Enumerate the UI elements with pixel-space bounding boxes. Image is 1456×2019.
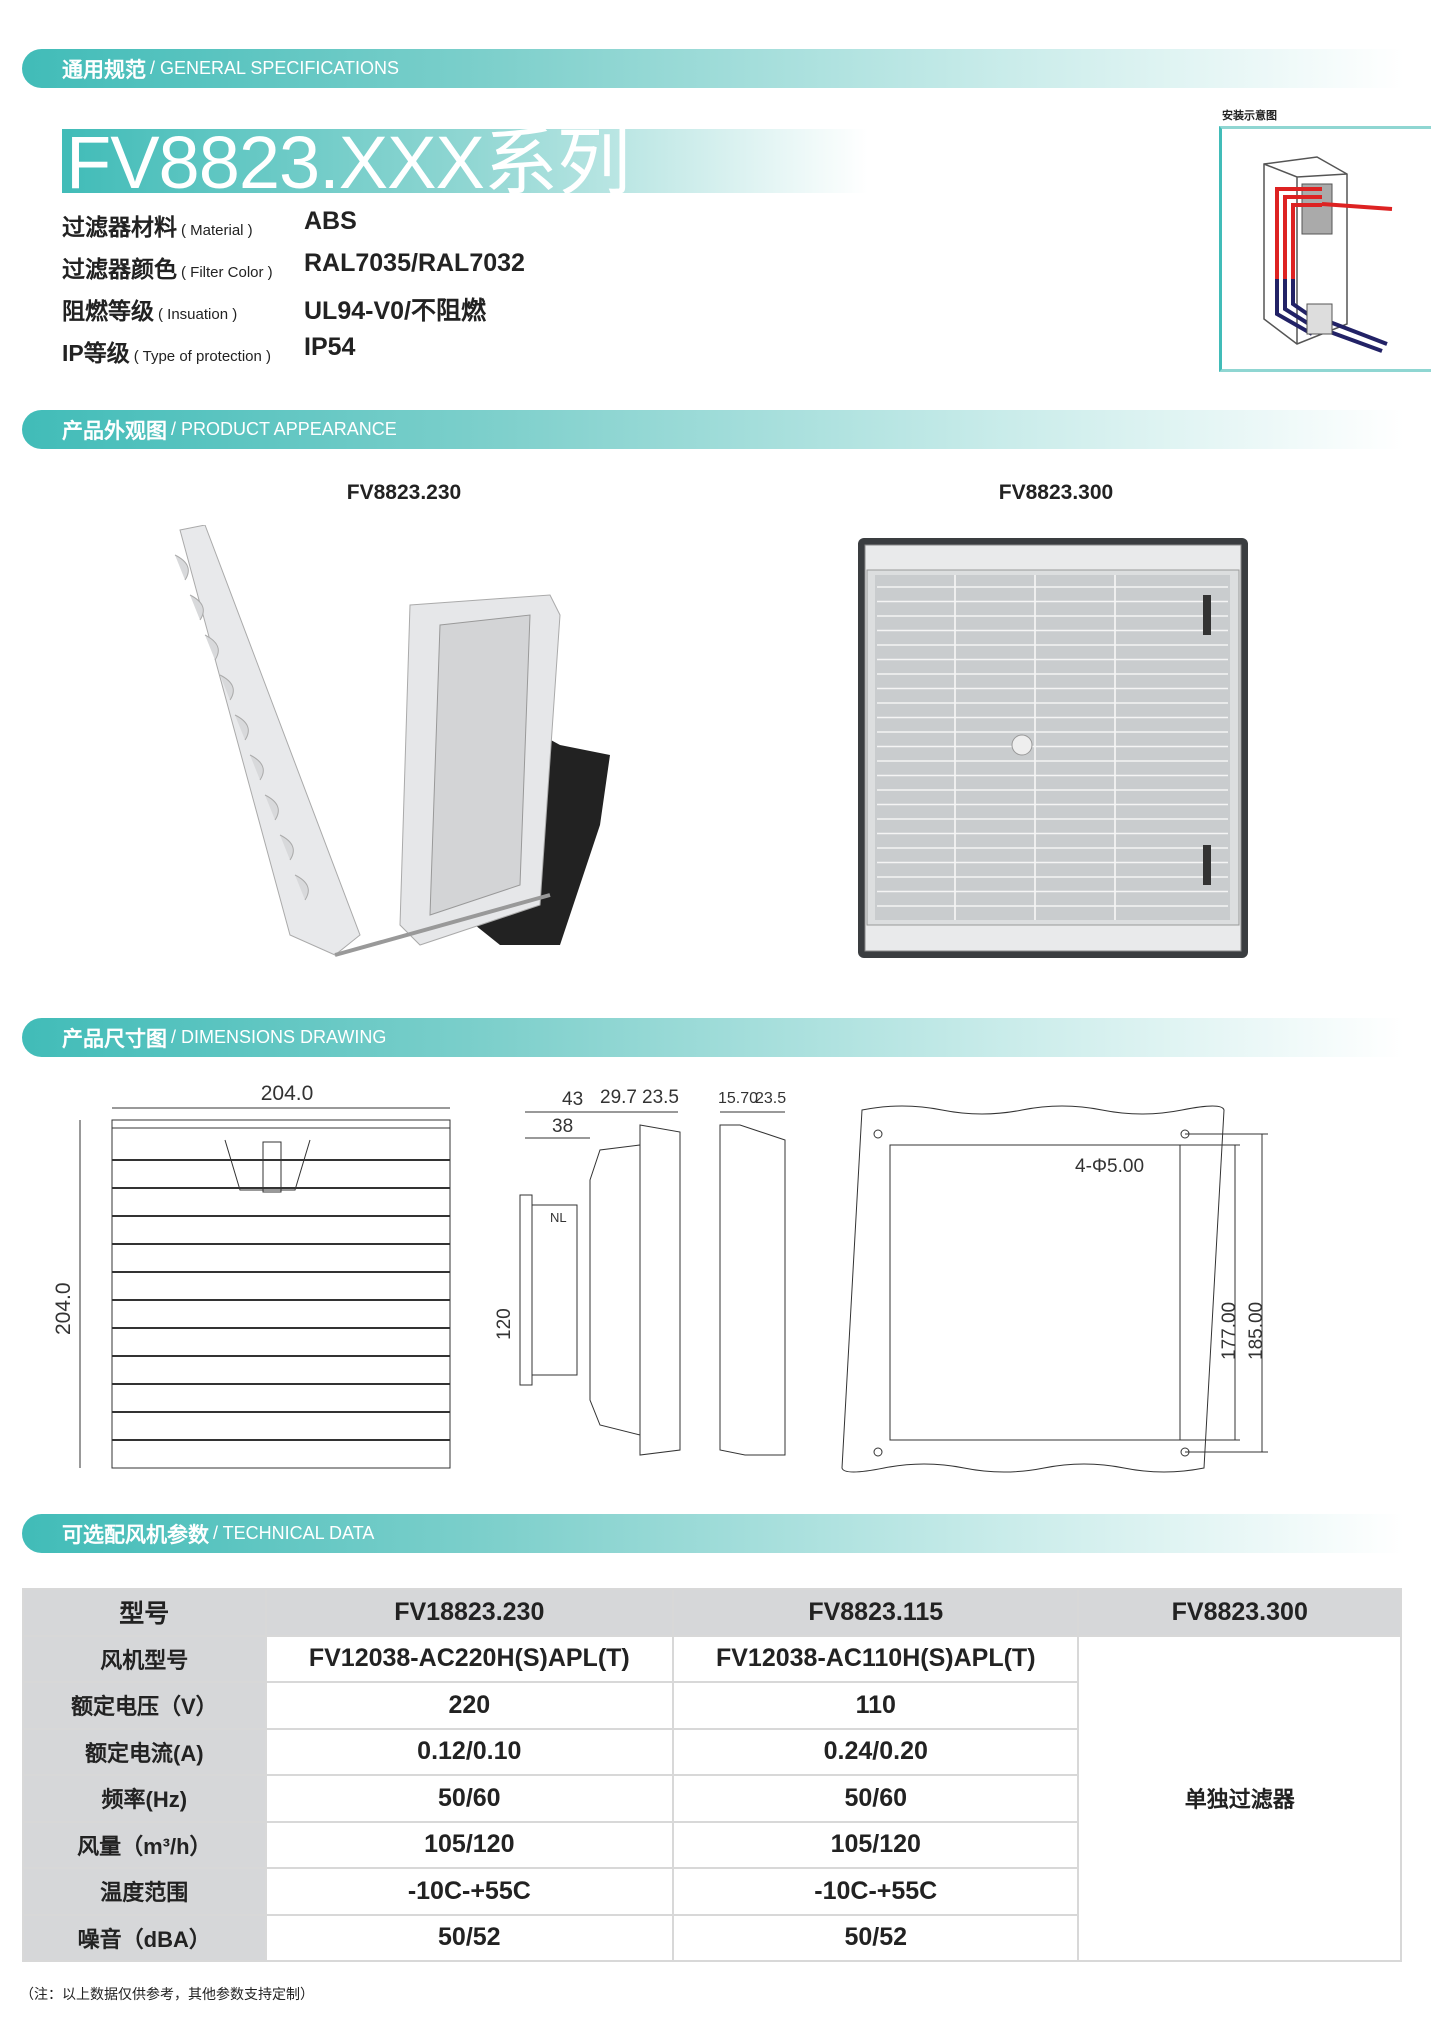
section-header-appearance: 产品外观图/ PRODUCT APPEARANCE	[22, 410, 1404, 449]
dim-157: 15.70	[718, 1090, 758, 1107]
cell: -10C-+55C	[672, 1867, 1080, 1916]
cell: 105/120	[672, 1820, 1080, 1869]
dim-297: 29.7	[600, 1087, 637, 1108]
row-label: 温度范围	[22, 1867, 267, 1916]
row-label: 额定电压（V）	[22, 1681, 267, 1730]
spec-label: 过滤器材料( Material )	[62, 214, 253, 240]
cell: FV12038-AC110H(S)APL(T)	[672, 1634, 1080, 1683]
section-title-en: / TECHNICAL DATA	[213, 1523, 375, 1543]
dimensions-drawing: 204.0 204.0 43 29.7 23.5 38 120 NL 15.70…	[52, 1082, 1268, 1473]
section-title-en: / PRODUCT APPEARANCE	[171, 419, 397, 439]
product-label: FV8823.230	[346, 481, 462, 504]
product-image-fv8823-300	[858, 538, 1248, 958]
product-image-fv8823-230	[174, 525, 610, 957]
dim-hole: 4-Φ5.00	[1075, 1156, 1144, 1177]
cell: FV12038-AC220H(S)APL(T)	[264, 1634, 675, 1683]
series-title-text: FV8823.XXX系列	[66, 121, 631, 204]
spec-value: RAL7035/RAL7032	[304, 249, 525, 277]
section-header-technical: 可选配风机参数/ TECHNICAL DATA	[22, 1514, 1404, 1553]
terminal-label: NL	[550, 1210, 567, 1225]
cell: 50/60	[672, 1774, 1080, 1823]
section-header-general: 通用规范/ GENERAL SPECIFICATIONS	[22, 49, 1404, 88]
table-row: 温度范围-10C-+55C-10C-+55C	[22, 1867, 1401, 1916]
cell: 50/60	[264, 1774, 675, 1823]
dim-width: 204.0	[261, 1082, 314, 1105]
cell: 220	[264, 1681, 675, 1730]
dim-120: 120	[494, 1308, 515, 1340]
dim-235: 23.5	[642, 1087, 679, 1108]
dim-177: 177.00	[1219, 1302, 1240, 1360]
dim-38: 38	[552, 1116, 573, 1137]
row-label: 噪音（dBA）	[22, 1913, 267, 1962]
cell: 105/120	[264, 1820, 675, 1869]
footnote: （注：以上数据仅供参考，其他参数支持定制）	[20, 1986, 314, 2002]
dim-235b: 23.5	[755, 1090, 786, 1107]
merged-cell: 单独过滤器	[1077, 1634, 1402, 1962]
row-label: 风机型号	[22, 1634, 267, 1683]
cell: 110	[672, 1681, 1080, 1730]
cell: -10C-+55C	[264, 1867, 675, 1916]
dim-height: 204.0	[52, 1282, 75, 1335]
cell: 50/52	[264, 1913, 675, 1962]
header-cell: FV8823.300	[1077, 1588, 1402, 1637]
install-caption: 安装示意图	[1222, 110, 1277, 122]
dim-43: 43	[562, 1089, 583, 1110]
spec-label: 阻燃等级( Insuation )	[62, 298, 238, 324]
spec-value: UL94-V0/不阻燃	[304, 297, 486, 325]
spec-value: ABS	[304, 207, 357, 235]
section-title-en: / GENERAL SPECIFICATIONS	[150, 58, 400, 78]
section-title-cn: 产品外观图	[62, 419, 167, 443]
row-label: 频率(Hz)	[22, 1774, 267, 1823]
spec-value: IP54	[304, 333, 356, 361]
series-title: FV8823.XXX系列	[62, 123, 868, 203]
section-title-cn: 产品尺寸图	[62, 1027, 167, 1051]
header-cell: FV8823.115	[672, 1588, 1080, 1637]
install-diagram	[1219, 126, 1431, 372]
section-title-en: / DIMENSIONS DRAWING	[171, 1027, 387, 1047]
cell: 50/52	[672, 1913, 1080, 1962]
spec-label: 过滤器颜色( Filter Color )	[62, 256, 273, 282]
section-title-cn: 通用规范	[62, 58, 146, 82]
section-title-cn: 可选配风机参数	[62, 1523, 209, 1547]
cell: 0.12/0.10	[264, 1727, 675, 1776]
dim-185: 185.00	[1246, 1302, 1267, 1360]
cell: 0.24/0.20	[672, 1727, 1080, 1776]
spec-label: IP等级( Type of protection )	[62, 340, 272, 366]
table-header-row: 型号 FV18823.230 FV8823.115 FV8823.300	[22, 1588, 1402, 1637]
row-label: 额定电流(A)	[22, 1727, 267, 1776]
product-label: FV8823.300	[998, 481, 1114, 504]
technical-data-table: 型号 FV18823.230 FV8823.115 FV8823.300 风机型…	[22, 1588, 1402, 1962]
row-label: 风量（m³/h）	[22, 1820, 267, 1869]
header-cell: FV18823.230	[264, 1588, 675, 1637]
header-cell: 型号	[22, 1588, 267, 1637]
section-header-dimensions: 产品尺寸图/ DIMENSIONS DRAWING	[22, 1018, 1404, 1057]
